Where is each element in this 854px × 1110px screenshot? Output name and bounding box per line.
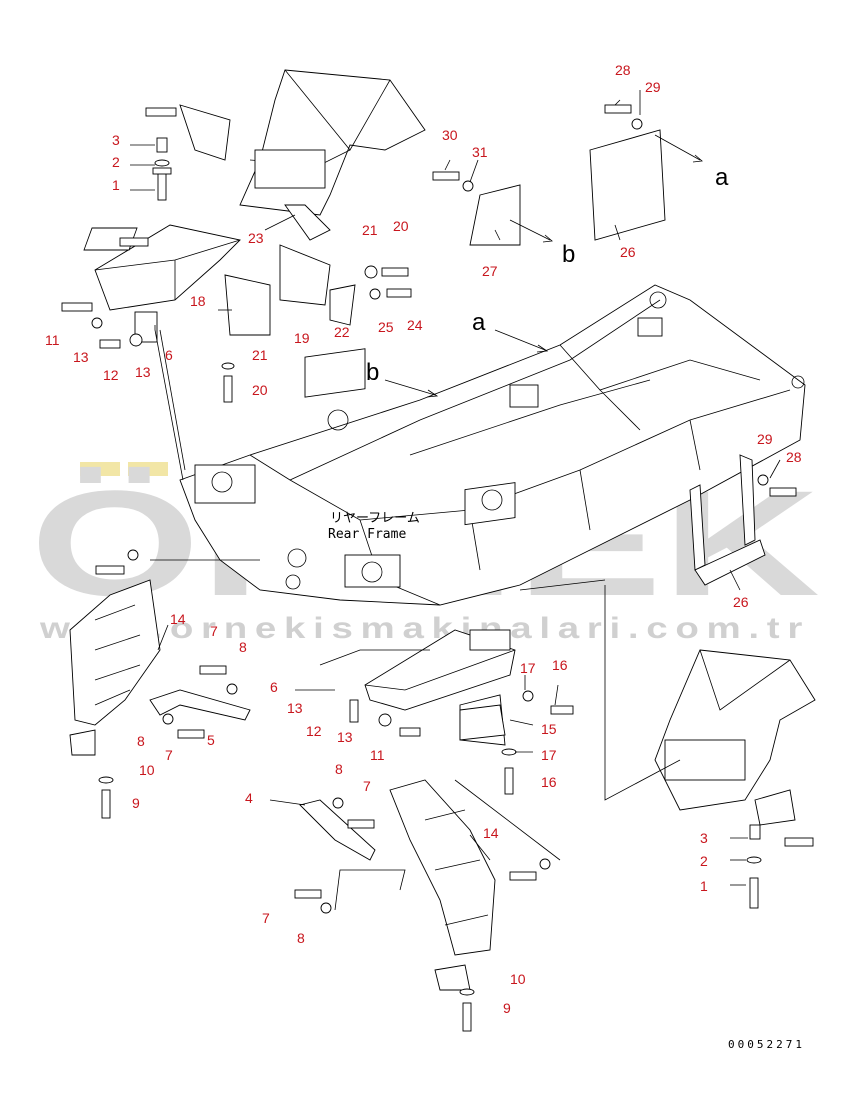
callout: 11 <box>370 747 385 763</box>
callout: 28 <box>615 62 631 78</box>
callout: 1 <box>700 878 708 894</box>
callout: 29 <box>757 431 773 447</box>
step-lower-right <box>654 649 816 826</box>
callout: 3 <box>700 830 708 846</box>
watermark-accent-right <box>128 462 168 476</box>
frame-label-en: Rear Frame <box>328 527 406 542</box>
frame-label-jp: リヤーフレーム <box>330 511 420 526</box>
step-upper-left <box>83 224 241 343</box>
callout: 2 <box>112 154 120 170</box>
callout: 17 <box>541 747 557 763</box>
callout: 13 <box>73 349 89 365</box>
callout: 8 <box>335 761 343 777</box>
callout: 26 <box>733 594 749 610</box>
callout: 6 <box>165 347 173 363</box>
callout: 20 <box>252 382 268 398</box>
callout: 13 <box>337 729 353 745</box>
callout: 25 <box>378 319 394 335</box>
callout: 1 <box>112 177 120 193</box>
callout: 21 <box>362 222 378 238</box>
fasteners <box>61 104 814 1032</box>
bracket-15 <box>459 704 506 741</box>
callout: 12 <box>103 367 119 383</box>
callout: 29 <box>645 79 661 95</box>
step-right-26 <box>689 454 766 586</box>
bracket-arms <box>149 689 376 861</box>
callout: 8 <box>137 733 145 749</box>
view-marker-a-frame: a <box>472 309 486 336</box>
callout: 28 <box>786 449 802 465</box>
callout: 22 <box>334 324 350 340</box>
callout: 4 <box>245 790 253 806</box>
view-marker-b: b <box>562 241 575 268</box>
callout: 10 <box>139 762 155 778</box>
callout: 11 <box>45 332 60 348</box>
watermark-accent-left <box>80 462 120 476</box>
callout-numbers: 28 29 30 31 3 2 1 23 21 20 18 22 25 24 1… <box>45 62 802 1016</box>
callout: 10 <box>510 971 526 987</box>
drawing-code: 00052271 <box>728 1038 805 1051</box>
callout: 7 <box>210 623 218 639</box>
callout: 26 <box>620 244 636 260</box>
callout: 5 <box>207 732 215 748</box>
callout: 6 <box>270 679 278 695</box>
view-arrows <box>384 134 703 398</box>
callout: 7 <box>165 747 173 763</box>
view-marker-b-frame: b <box>366 359 379 386</box>
ladder-left <box>69 579 161 756</box>
callout: 7 <box>262 910 270 926</box>
callout: 12 <box>306 723 322 739</box>
rear-frame <box>179 284 806 606</box>
callout: 18 <box>190 293 206 309</box>
callout: 3 <box>112 132 120 148</box>
callout: 9 <box>132 795 140 811</box>
callout: 19 <box>294 330 310 346</box>
callout: 20 <box>393 218 409 234</box>
view-marker-a: a <box>715 164 729 191</box>
callout: 14 <box>483 825 499 841</box>
callout: 27 <box>482 263 498 279</box>
step-upper-center <box>239 69 426 241</box>
callout: 14 <box>170 611 186 627</box>
callout: 31 <box>472 144 488 160</box>
leader-lines <box>130 90 781 911</box>
callout: 24 <box>407 317 423 333</box>
callout: 9 <box>503 1000 511 1016</box>
callout: 2 <box>700 853 708 869</box>
callout: 23 <box>248 230 264 246</box>
callout: 15 <box>541 721 557 737</box>
brackets-top <box>179 104 666 336</box>
callout: 16 <box>541 774 557 790</box>
callout: 13 <box>287 700 303 716</box>
callout: 13 <box>135 364 151 380</box>
callout: 16 <box>552 657 568 673</box>
callout: 21 <box>252 347 268 363</box>
callout: 8 <box>239 639 247 655</box>
callout: 17 <box>520 660 536 676</box>
callout: 7 <box>363 778 371 794</box>
ladder-center <box>389 779 496 991</box>
callout: 30 <box>442 127 458 143</box>
callout: 8 <box>297 930 305 946</box>
